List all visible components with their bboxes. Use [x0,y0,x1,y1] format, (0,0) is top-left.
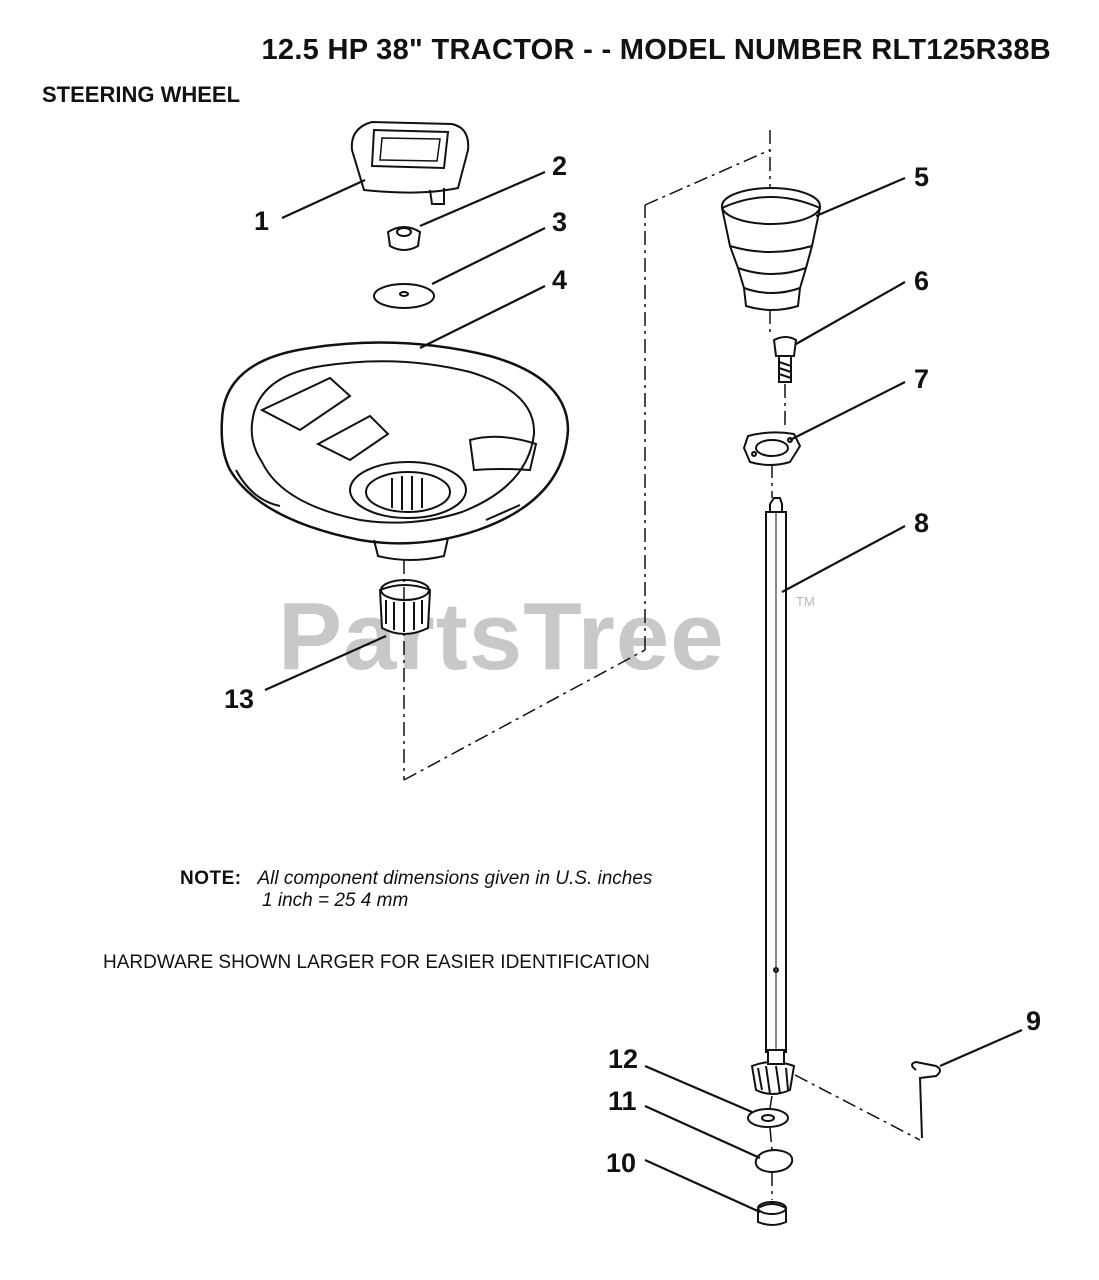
part-flange [742,431,802,466]
part-steering-shaft [765,497,787,1053]
callout-11: 11 [608,1086,637,1116]
callout-2: 2 [552,151,567,181]
part-bolt [772,336,798,383]
callout-labels: 1 2 3 4 5 6 7 8 9 10 11 12 13 [224,151,1041,1178]
part-retaining-ring [754,1148,794,1174]
part-column-boot [720,187,822,311]
note-label: NOTE: [180,868,242,889]
callout-4: 4 [552,265,567,295]
callout-10: 10 [606,1148,636,1178]
part-nut [386,226,422,251]
leader-lines [264,170,1023,1214]
note-line-2: 1 inch = 25 4 mm [262,890,409,911]
callout-8: 8 [914,508,929,538]
section-title: STEERING WHEEL [42,82,241,107]
note-line-1: All component dimensions given in U.S. i… [257,868,653,889]
part-cap-nut [757,1201,787,1226]
callout-5: 5 [914,162,929,192]
assembly-lines [403,130,921,1200]
callout-7: 7 [914,364,929,394]
hardware-note: HARDWARE SHOWN LARGER FOR EASIER IDENTIF… [103,952,650,973]
callout-6: 6 [914,266,929,296]
part-adapter [378,579,432,635]
callout-13: 13 [224,684,254,714]
part-pinion-gear [750,1049,796,1095]
dimensions-note: NOTE: All component dimensions given in … [180,868,652,912]
part-flat-washer [747,1108,789,1128]
callout-9: 9 [1026,1006,1041,1036]
callout-12: 12 [608,1044,638,1074]
watermark: PartsTree [278,583,725,690]
callout-1: 1 [254,206,269,236]
part-steering-wheel [220,341,570,561]
part-pin [911,1060,941,1139]
watermark-tm: TM [796,594,815,609]
part-washer [373,283,435,309]
part-hub-cap [350,120,470,205]
diagram-title: 12.5 HP 38" TRACTOR - - MODEL NUMBER RLT… [261,34,1051,66]
callout-3: 3 [552,207,567,237]
